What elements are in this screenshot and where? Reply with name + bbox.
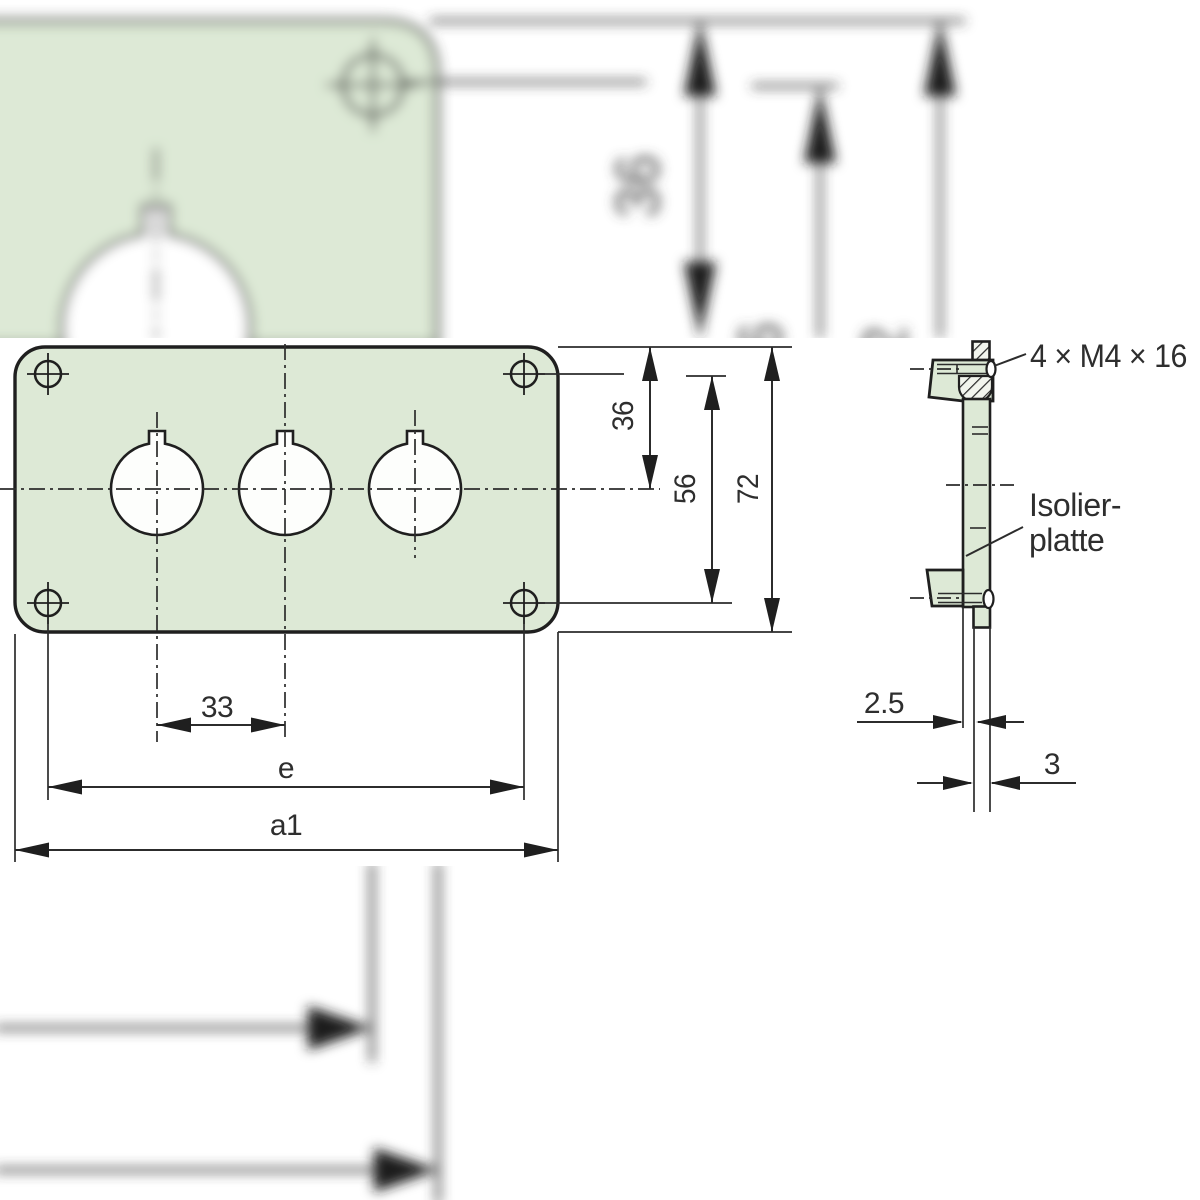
side-bottom-flange	[925, 568, 965, 608]
dim-56: 56	[669, 376, 720, 603]
center-lines	[0, 344, 660, 742]
blurred-dim-56-label: 56	[726, 322, 795, 386]
blurred-dim-36: 36	[603, 20, 716, 338]
screw-tip-top	[985, 359, 997, 379]
dim-56-label: 56	[669, 474, 702, 504]
screw-tip-bottom	[982, 588, 995, 610]
fixing-hole-bottom-left	[27, 582, 69, 624]
blurred-top-layer: 36 56 72	[0, 18, 965, 390]
dim-e-label: e	[278, 752, 294, 785]
blurred-bottom-layer	[0, 866, 441, 1200]
fixing-hole-bottom-right	[503, 582, 545, 624]
blurred-dim-72-label: 72	[850, 326, 919, 390]
screw-shank-lines-bottom	[938, 592, 982, 604]
blurred-dim-36-label: 36	[603, 154, 672, 218]
blurred-dim-72: 72	[850, 20, 956, 390]
fixing-hole-top-left	[27, 353, 69, 395]
dim-72-label: 72	[732, 474, 765, 504]
dim-36: 36	[607, 347, 658, 489]
blurred-dim-e-arrow	[0, 1006, 372, 1050]
extension-lines	[14, 346, 792, 862]
blurred-fixing-hole	[326, 38, 420, 132]
dim-3-label: 3	[1044, 748, 1060, 781]
side-body	[961, 397, 992, 609]
screw-callout: 4 × M4 × 16	[993, 338, 1187, 374]
front-view: 36 56 72 33 e	[0, 344, 792, 862]
insulation-label-line1: Isolier-	[1029, 487, 1121, 523]
dim-33: 33	[157, 691, 285, 733]
screw-spec-label: 4 × M4 × 16	[1030, 338, 1187, 374]
dim-2_5-label: 2.5	[864, 687, 904, 720]
dim-33-label: 33	[201, 691, 233, 724]
dim-a1-label: a1	[270, 809, 302, 842]
side-axes	[910, 368, 1018, 599]
body-break-ticks	[970, 426, 988, 529]
blurred-dim-56: 56	[726, 84, 838, 386]
side-view: 4 × M4 × 16 Isolier- platte 2.5 3	[857, 338, 1187, 812]
side-foot	[972, 605, 992, 629]
dim-3: 3	[917, 748, 1076, 790]
blurred-dim-a1-arrow	[0, 1148, 438, 1192]
dim-e: e	[48, 752, 524, 795]
dim-36-label: 36	[607, 401, 640, 431]
dim-2_5: 2.5	[857, 687, 1024, 729]
insulation-callout: Isolier- platte	[965, 487, 1122, 558]
insulation-label-line2: platte	[1029, 522, 1104, 558]
dim-72: 72	[732, 347, 780, 632]
section-hatch-top	[971, 340, 991, 363]
dim-a1: a1	[15, 809, 558, 858]
